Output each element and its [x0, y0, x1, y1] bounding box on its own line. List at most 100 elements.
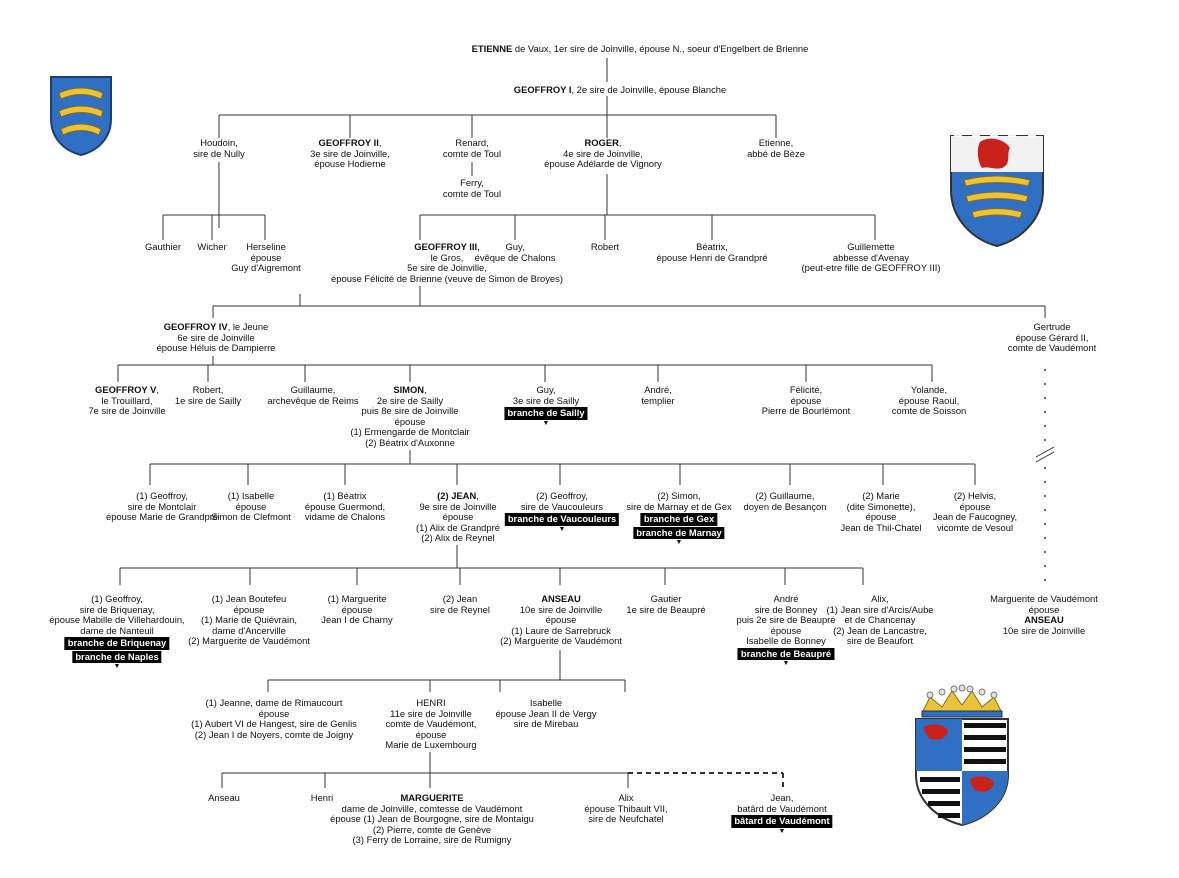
person-detail: 1e sire de Beaupré	[626, 603, 706, 615]
person-detail: épouse Adélarde de Vignory	[544, 158, 662, 170]
person-detail: (1) Geoffroy,	[91, 593, 143, 604]
person-line: 4e sire de Joinville,	[544, 147, 662, 160]
person-line: épouse Mabille de Villehardouin,	[49, 614, 184, 626]
person-line: doyen de Besançon	[744, 501, 827, 513]
person-detail: sire de Marnay et de Gex	[626, 500, 732, 512]
person-detail: Guy,	[505, 241, 525, 252]
person-anseau-child: Anseau	[208, 792, 240, 804]
person-detail: 1e sire de Sailly	[174, 394, 242, 406]
person-name: GEOFFROY IV	[163, 321, 228, 332]
person-line: 5e sire de Joinville,	[331, 262, 563, 274]
person-line: (peut-etre fille de GEOFFROY III)	[802, 262, 941, 274]
person-detail: comte de Toul	[442, 147, 502, 159]
person-line: épouse Thibault VII,	[584, 802, 668, 815]
branch-badge: branche de Vaucouleurs	[504, 513, 620, 526]
person-line: Béatrix,	[656, 241, 767, 253]
person-line: (2) Marguerite de Vaudémont	[500, 636, 622, 647]
person-line: 7e sire de Joinville	[88, 405, 165, 417]
person-roger: ROGER,4e sire de Joinville,épouse Adélar…	[544, 137, 662, 170]
person-line: Guy,	[475, 241, 556, 253]
person-line: Yolande,	[892, 384, 967, 396]
person-line: Jean I de Charny	[321, 614, 393, 626]
person-line: sire de Bonney	[736, 604, 835, 616]
person-detail: Jean I de Charny	[321, 614, 393, 626]
person-line: GEOFFROY IV, le Jeune	[157, 321, 276, 333]
person-detail: Guy d'Aigremont	[231, 262, 301, 274]
person-line: ROGER,	[544, 137, 662, 149]
person-detail: ,	[378, 137, 382, 148]
person-detail: 6e sire de Joinville	[177, 331, 255, 343]
person-guillaume-besancon: (2) Guillaume,doyen de Besançon	[744, 490, 827, 513]
person-line: sire de Neufchatel	[584, 813, 667, 825]
person-detail: épouse Guermond,	[304, 500, 386, 512]
person-detail: (2) Marguerite de Vaudémont	[500, 635, 622, 647]
person-detail: Guillemette	[847, 241, 895, 252]
person-line: sire de Vaucouleurs	[505, 501, 619, 513]
down-arrow-icon: ▼	[542, 419, 550, 427]
person-line: GEOFFROY I, 2e sire de Joinville, épouse…	[514, 84, 727, 96]
person-detail: 11e sire de Joinville	[390, 707, 472, 719]
person-detail: 10e sire de Joinville	[519, 603, 603, 615]
person-detail: Yolande,	[910, 384, 948, 395]
person-line: épouse	[990, 604, 1098, 616]
person-line: puis 2e sire de Beaupré	[736, 614, 835, 626]
person-line: épouse Gérard II,	[1008, 331, 1096, 344]
person-line: 10e sire de Joinville	[500, 603, 622, 616]
person-line: évêque de Chalons	[475, 252, 556, 264]
person-beatrix: Béatrix,épouse Henri de Grandpré	[656, 241, 767, 263]
person-detail: , 2e sire de Joinville, épouse Blanche	[571, 84, 727, 95]
person-robert-sailly: Robert,1e sire de Sailly	[174, 384, 242, 406]
person-renard: Renard,comte de Toul	[442, 137, 502, 159]
person-detail: épouse Félicité de Brienne (veuve de Sim…	[331, 272, 563, 284]
person-line: Wicher	[197, 241, 226, 253]
person-line: 6e sire de Joinville	[157, 331, 276, 344]
person-line: sire de Beaufort	[826, 636, 933, 647]
person-line: (2) Jean	[430, 593, 490, 605]
branch-badge: branche de Briquenay	[64, 637, 170, 650]
person-detail: André,	[644, 384, 672, 395]
person-detail: 3e sire de Sailly	[512, 394, 580, 406]
person-houdoin: Houdoin,sire de Nully	[193, 137, 245, 159]
person-line: ANSEAU	[990, 614, 1098, 626]
person-detail: (2) Jean	[442, 593, 478, 604]
person-detail: 4e sire de Joinville,	[563, 147, 643, 159]
person-detail: (1) Geoffroy,	[136, 490, 188, 501]
person-line: (1) Jean sire d'Arcis/Aube	[826, 604, 933, 616]
person-line: épouse	[933, 500, 1017, 513]
person-line: sire de Reynel	[430, 604, 490, 616]
person-line: dame de Nanteuil	[49, 625, 184, 637]
person-line: Etienne,	[747, 137, 805, 149]
person-line: épouse Adélarde de Vignory	[544, 158, 662, 170]
person-detail: (1) Alix de Grandpré	[416, 521, 500, 533]
person-line: vidame de Chalons	[305, 511, 385, 523]
person-detail: épouse	[770, 624, 802, 636]
person-detail: Henri	[310, 792, 334, 803]
person-line: (2) Alix de Reynel	[416, 533, 500, 544]
person-line: GEOFFROY V,	[88, 384, 165, 396]
person-geoffroy-1: GEOFFROY I, 2e sire de Joinville, épouse…	[514, 84, 727, 96]
person-line: (1) Alix de Grandpré	[416, 521, 500, 534]
person-detail: épouse Thibault VII,	[584, 802, 668, 814]
person-line: (2) Geoffroy,	[505, 490, 619, 502]
person-line: épouse Héluis de Dampierre	[157, 342, 276, 354]
person-detail: sire de Briquenay,	[79, 603, 155, 615]
person-detail: épouse Gérard II,	[1015, 331, 1089, 343]
person-line: (1) Geoffroy,	[49, 593, 184, 605]
person-line: épouse	[231, 252, 301, 264]
person-line: Robert	[591, 241, 619, 253]
person-detail: 9e sire de Joinville	[419, 500, 497, 512]
person-line: templier	[641, 395, 674, 407]
person-line: épouse	[350, 416, 469, 428]
person-line: épouse Félicité de Brienne (veuve de Sim…	[331, 272, 563, 285]
person-line: Marguerite de Vaudémont	[990, 593, 1098, 605]
person-detail: épouse	[959, 500, 991, 512]
